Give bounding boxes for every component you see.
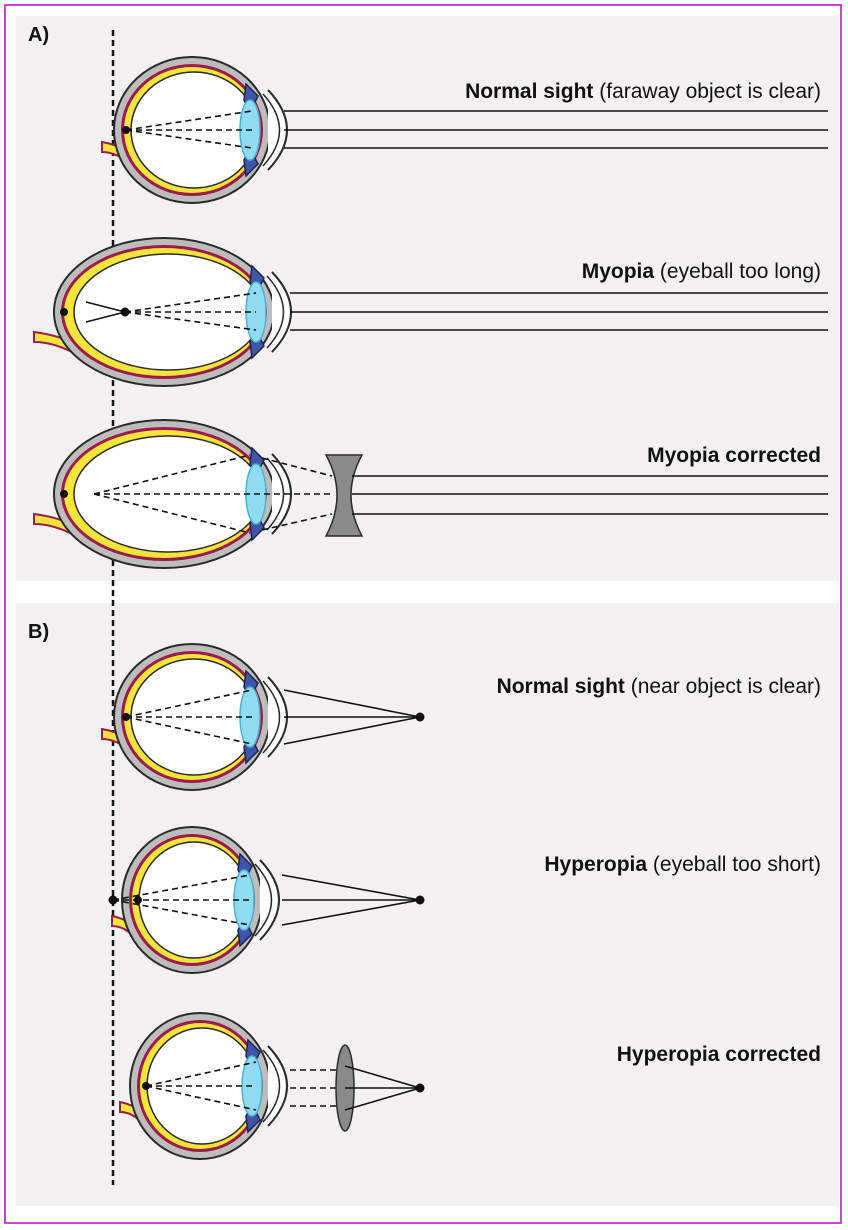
rays-myopia-corrected (94, 455, 828, 533)
near-object-point-2 (416, 896, 425, 905)
eye-hyperopia-corrected (120, 1013, 287, 1159)
concave-lens (326, 455, 362, 536)
eye-myopia-corrected (34, 420, 291, 568)
myopia-focal-point (121, 308, 130, 317)
near-object-point-3 (416, 1084, 425, 1093)
near-object-point (416, 713, 425, 722)
eye-myopia (34, 238, 291, 386)
hyperopia-focal-point (109, 896, 118, 905)
